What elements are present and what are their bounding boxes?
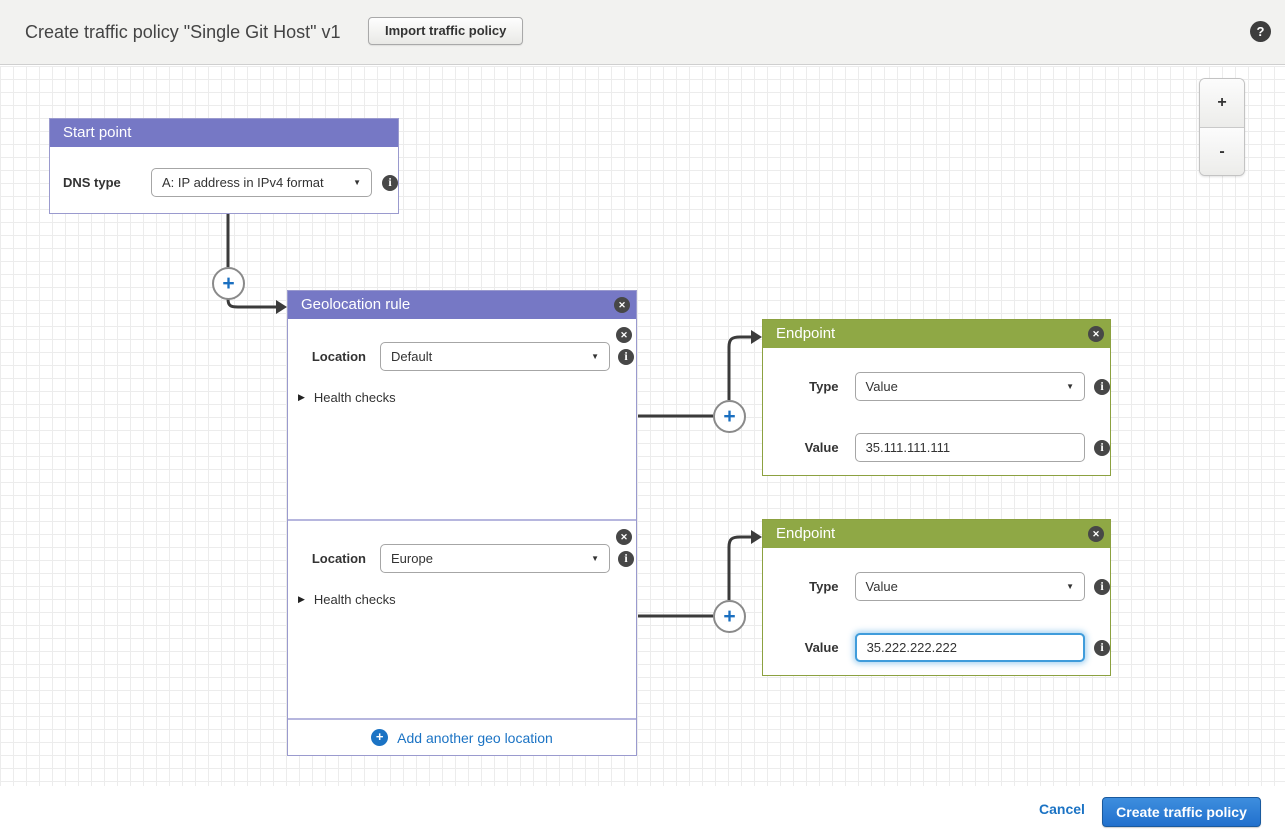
- geolocation-rule-header: Geolocation rule ✕: [288, 291, 636, 319]
- endpoint-node: Endpoint ✕ Type Value ▼ i Value i: [762, 519, 1111, 676]
- location-selected-value: Europe: [391, 551, 433, 566]
- close-icon[interactable]: ✕: [1088, 526, 1104, 542]
- endpoint-title: Endpoint: [776, 325, 836, 342]
- chevron-down-icon: ▼: [353, 178, 361, 187]
- health-checks-toggle[interactable]: ▶ Health checks: [298, 390, 396, 405]
- zoom-controls: + -: [1199, 78, 1245, 176]
- start-point-header: Start point: [50, 119, 398, 147]
- connector-plus-button[interactable]: +: [212, 267, 245, 300]
- endpoint-value-input[interactable]: [854, 633, 1085, 662]
- endpoint-type-select[interactable]: Value ▼: [854, 572, 1085, 601]
- health-checks-label: Health checks: [313, 390, 396, 405]
- connector-plus-button[interactable]: +: [713, 400, 746, 433]
- chevron-down-icon: ▼: [591, 352, 599, 361]
- health-checks-toggle[interactable]: ▶ Health checks: [298, 592, 396, 607]
- zoom-in-button[interactable]: +: [1200, 79, 1244, 127]
- geo-location-section: ✕ Location Europe ▼ i ▶ Health checks: [288, 519, 636, 718]
- add-geo-location-button[interactable]: + Add another geo location: [288, 718, 636, 755]
- plus-circle-icon: +: [371, 729, 389, 746]
- info-icon[interactable]: i: [1094, 439, 1110, 456]
- info-icon[interactable]: i: [618, 550, 634, 567]
- import-traffic-policy-button[interactable]: Import traffic policy: [368, 17, 524, 45]
- create-traffic-policy-button[interactable]: Create traffic policy: [1102, 797, 1261, 827]
- endpoint-type-label: Type: [809, 379, 839, 394]
- health-checks-label: Health checks: [313, 592, 396, 607]
- info-icon[interactable]: i: [1094, 639, 1110, 656]
- endpoint-type-selected-value: Value: [865, 379, 898, 394]
- add-geo-location-label: Add another geo location: [397, 729, 553, 746]
- endpoint-type-select[interactable]: Value ▼: [854, 372, 1085, 401]
- close-icon[interactable]: ✕: [616, 327, 632, 343]
- endpoint-type-selected-value: Value: [865, 579, 898, 594]
- start-point-node: Start point DNS type A: IP address in IP…: [49, 118, 399, 214]
- info-icon[interactable]: i: [618, 348, 634, 365]
- location-label: Location: [311, 349, 366, 364]
- geolocation-rule-title: Geolocation rule: [301, 296, 411, 313]
- endpoint-type-label: Type: [809, 579, 839, 594]
- dns-type-selected-value: A: IP address in IPv4 format: [162, 175, 324, 190]
- location-select[interactable]: Default ▼: [380, 342, 610, 371]
- chevron-down-icon: ▼: [591, 554, 599, 563]
- location-selected-value: Default: [391, 349, 433, 364]
- close-icon[interactable]: ✕: [614, 297, 630, 313]
- geolocation-rule-node: Geolocation rule ✕ ✕ Location Default ▼ …: [287, 290, 637, 756]
- close-icon[interactable]: ✕: [616, 529, 632, 545]
- endpoint-header: Endpoint ✕: [763, 320, 1110, 348]
- policy-canvas[interactable]: + + + + - Start point DNS type A: IP add…: [0, 66, 1285, 786]
- dns-type-label: DNS type: [63, 175, 121, 190]
- info-icon[interactable]: i: [1094, 378, 1110, 395]
- triangle-right-icon: ▶: [298, 392, 305, 402]
- cancel-button[interactable]: Cancel: [1039, 801, 1085, 817]
- chevron-down-icon: ▼: [1066, 582, 1074, 591]
- endpoint-value-label: Value: [804, 640, 839, 655]
- endpoint-title: Endpoint: [776, 525, 836, 542]
- close-icon[interactable]: ✕: [1088, 326, 1104, 342]
- start-point-title: Start point: [63, 124, 132, 141]
- zoom-out-button[interactable]: -: [1200, 127, 1244, 175]
- footer-bar: Cancel Create traffic policy: [0, 787, 1285, 838]
- top-header-bar: Create traffic policy "Single Git Host" …: [0, 0, 1285, 65]
- location-select[interactable]: Europe ▼: [380, 544, 610, 573]
- location-label: Location: [311, 551, 366, 566]
- info-icon[interactable]: i: [1094, 578, 1110, 595]
- page-title: Create traffic policy "Single Git Host" …: [25, 22, 341, 42]
- endpoint-header: Endpoint ✕: [763, 520, 1110, 548]
- connector-plus-button[interactable]: +: [713, 600, 746, 633]
- triangle-right-icon: ▶: [298, 594, 305, 604]
- endpoint-node: Endpoint ✕ Type Value ▼ i Value i: [762, 319, 1111, 476]
- info-icon[interactable]: i: [382, 174, 398, 191]
- help-icon[interactable]: ?: [1250, 21, 1271, 42]
- geo-location-section: ✕ Location Default ▼ i ▶ Health checks: [288, 319, 636, 519]
- dns-type-select[interactable]: A: IP address in IPv4 format ▼: [151, 168, 372, 197]
- endpoint-value-input[interactable]: [854, 433, 1085, 462]
- endpoint-value-label: Value: [804, 440, 839, 455]
- chevron-down-icon: ▼: [1066, 382, 1074, 391]
